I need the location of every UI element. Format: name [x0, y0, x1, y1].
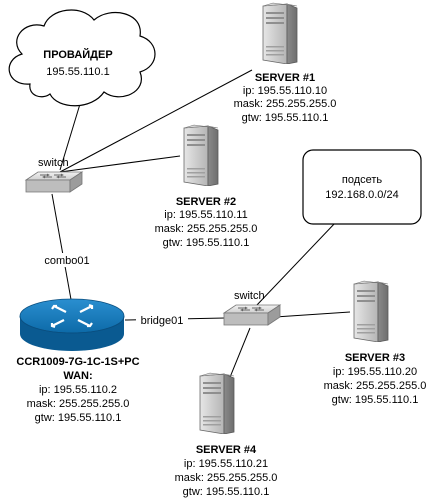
provider-ip: 195.55.110.1	[46, 66, 109, 78]
server-1-ip: ip: 195.55.110.10	[243, 85, 327, 97]
router[interactable]: CCR1009-7G-1C-1S+PC WAN: ip: 195.55.110.…	[16, 298, 140, 424]
server-icon	[183, 124, 219, 186]
link-switch-router	[51, 193, 73, 306]
server-3-name: SERVER #3	[345, 352, 405, 364]
switch-bottom[interactable]: switch	[223, 290, 281, 326]
server-2-gtw: gtw: 195.55.110.1	[163, 237, 250, 249]
bridge-label-bg	[136, 313, 188, 327]
server-4-gtw: gtw: 195.55.110.1	[183, 486, 270, 498]
server-1-name: SERVER #1	[255, 72, 315, 84]
switch-top-label: switch	[38, 157, 69, 169]
subnet-box-shape	[302, 149, 422, 225]
server-4-ip: ip: 195.55.110.21	[184, 458, 268, 470]
server-3-gtw: gtw: 195.55.110.1	[332, 394, 419, 406]
link-switch2-subnet	[255, 221, 337, 307]
server-4-mask: mask: 255.255.255.0	[175, 472, 278, 484]
combo-label-bg	[42, 253, 92, 267]
server-icon	[353, 280, 389, 342]
router-wan: WAN:	[63, 370, 92, 382]
server-1-mask: mask: 255.255.255.0	[234, 98, 337, 110]
switch-icon	[223, 304, 281, 326]
server-2-mask: mask: 255.255.255.0	[155, 223, 258, 235]
server-2[interactable]: SERVER #2 ip: 195.55.110.11 mask: 255.25…	[155, 124, 258, 249]
switch-bottom-label: switch	[234, 290, 265, 302]
bridge-link-label: bridge01	[141, 315, 184, 327]
subnet-cidr: 192.168.0.0/24	[325, 189, 398, 201]
server-icon	[262, 2, 298, 64]
combo-link-label: combo01	[44, 255, 89, 267]
link-provider-switch	[59, 103, 81, 171]
server-1[interactable]: SERVER #1 ip: 195.55.110.10 mask: 255.25…	[234, 2, 337, 124]
router-icon	[19, 298, 125, 351]
provider-cloud[interactable]: ПРОВАЙДЕР 195.55.110.1	[8, 9, 156, 107]
router-ip: ip: 195.55.110.2	[39, 384, 117, 396]
server-3-ip: ip: 195.55.110.20	[333, 366, 417, 378]
router-model: CCR1009-7G-1C-1S+PC	[16, 356, 139, 368]
cloud-shape	[8, 9, 156, 107]
server-2-name: SERVER #2	[176, 196, 236, 208]
server-icon	[199, 372, 235, 434]
switch-top[interactable]: switch	[25, 157, 83, 193]
server-3-mask: mask: 255.255.255.0	[324, 380, 427, 392]
subnet-box[interactable]: подсеть 192.168.0.0/24	[302, 149, 422, 225]
server-2-ip: ip: 195.55.110.11	[164, 209, 247, 221]
router-gtw: gtw: 195.55.110.1	[35, 412, 122, 424]
provider-title: ПРОВАЙДЕР	[43, 48, 112, 61]
link-switch-server1	[59, 69, 253, 173]
server-1-gtw: gtw: 195.55.110.1	[242, 112, 329, 124]
server-3[interactable]: SERVER #3 ip: 195.55.110.20 mask: 255.25…	[324, 280, 427, 406]
router-mask: mask: 255.255.255.0	[27, 398, 130, 410]
switch-icon	[25, 171, 83, 193]
link-switch-server2	[59, 155, 181, 173]
subnet-label: подсеть	[342, 174, 383, 186]
server-4[interactable]: SERVER #4 ip: 195.55.110.21 mask: 255.25…	[175, 372, 278, 498]
server-4-name: SERVER #4	[196, 444, 257, 456]
